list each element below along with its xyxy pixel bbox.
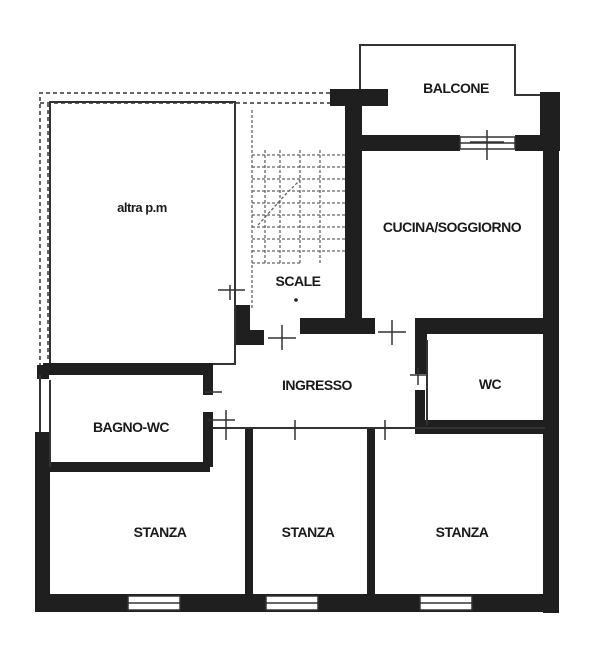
label-altra-pm: altra p.m — [117, 200, 167, 215]
label-stanza-2: STANZA — [282, 524, 335, 540]
label-cucina-soggiorno: CUCINA/SOGGIORNO — [383, 219, 522, 235]
label-scale: SCALE — [276, 273, 321, 289]
altra-pm-room — [49, 101, 236, 365]
label-stanza-1: STANZA — [134, 524, 187, 540]
neighbour-outline — [39, 92, 330, 365]
door-marks — [205, 130, 504, 440]
label-balcone: BALCONE — [423, 80, 489, 96]
balcony-outline — [359, 44, 540, 130]
label-ingresso: INGRESSO — [282, 377, 353, 393]
scale-marker — [294, 298, 298, 302]
thin-walls — [39, 340, 545, 467]
stair-treads — [251, 110, 345, 310]
label-stanza-3: STANZA — [436, 524, 489, 540]
label-bagno-wc: BAGNO-WC — [93, 419, 169, 435]
label-wc: WC — [479, 376, 502, 392]
